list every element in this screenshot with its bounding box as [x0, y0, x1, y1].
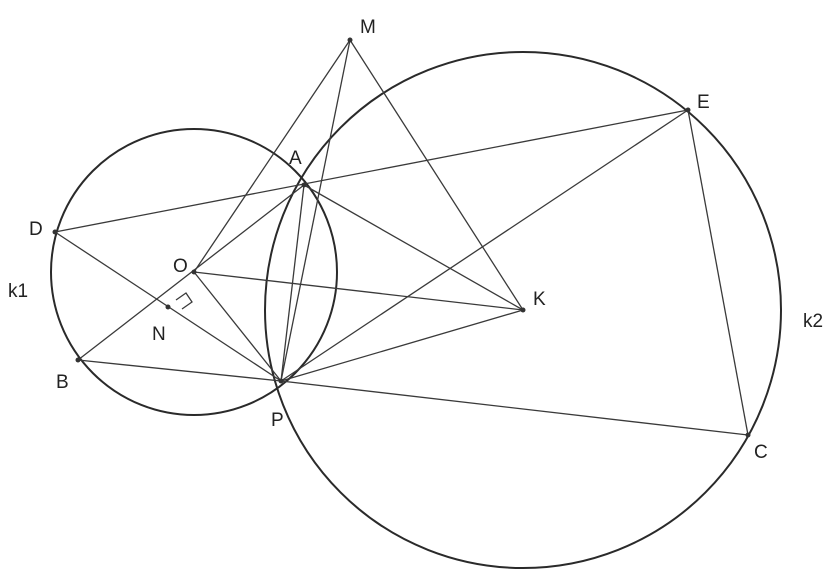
right-angle-marker — [175, 292, 193, 310]
segment-AK — [303, 184, 524, 311]
segment-BA — [77, 184, 305, 361]
label-k1: k1 — [8, 281, 28, 302]
label-K: K — [533, 289, 546, 310]
circle-k2 — [264, 51, 782, 569]
point-D — [52, 229, 58, 235]
point-K — [520, 307, 526, 313]
point-B — [75, 357, 81, 363]
label-P: P — [271, 410, 284, 431]
label-B: B — [56, 372, 69, 393]
segment-OP — [193, 271, 282, 382]
segment-MO — [193, 39, 351, 273]
label-M: M — [360, 17, 376, 38]
label-k2: k2 — [803, 311, 823, 332]
segment-EC — [687, 109, 749, 436]
segment-PK — [280, 309, 524, 382]
segment-MP — [280, 39, 351, 382]
point-O — [191, 269, 197, 275]
label-E: E — [697, 92, 710, 113]
point-M — [347, 37, 353, 43]
label-N: N — [152, 324, 166, 345]
point-C — [745, 432, 751, 438]
point-E — [685, 107, 691, 113]
segment-PC — [280, 380, 749, 436]
label-D: D — [29, 219, 43, 240]
point-N — [165, 304, 171, 310]
segment-PE — [280, 109, 689, 382]
label-C: C — [754, 442, 768, 463]
label-A: A — [289, 148, 302, 169]
segment-DE — [54, 109, 689, 233]
point-P — [278, 378, 284, 384]
segment-BP — [77, 359, 282, 382]
label-O: O — [173, 256, 188, 277]
point-A — [301, 182, 307, 188]
circle-k1 — [50, 128, 338, 416]
segment-MK — [349, 39, 524, 311]
segment-OK — [193, 271, 524, 311]
